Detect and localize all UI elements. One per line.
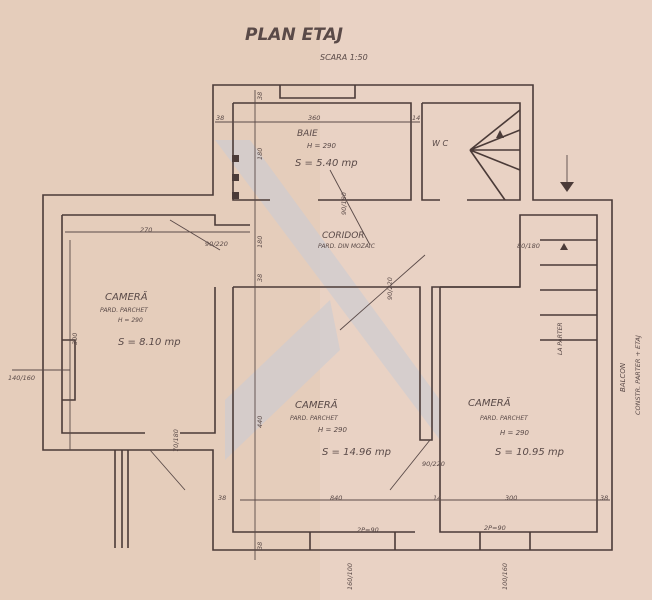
plan-scale: SCARA 1:50 xyxy=(320,53,368,62)
dim-door-stairs: 80/180 xyxy=(517,242,540,250)
middle-room-height: H = 290 xyxy=(318,426,347,434)
left-room-name: CAMERĂ xyxy=(105,290,148,303)
dim-bottom-mid: 14 xyxy=(433,494,441,502)
dimension-lines xyxy=(12,90,610,560)
dim-door-left: 90/220 xyxy=(205,240,228,248)
dim-left-height: 300 xyxy=(71,333,79,345)
dim-top-left: 38 xyxy=(216,114,224,122)
right-room-floor: PARD. PARCHET xyxy=(480,415,529,422)
dim-window-left: 140/160 xyxy=(8,374,35,382)
vent-icon xyxy=(232,155,239,162)
dim-door-baie: 90/180 xyxy=(340,192,348,215)
dim-window-mid-size: 160/100 xyxy=(346,563,354,590)
right-room-name: CAMERĂ xyxy=(468,396,511,409)
middle-room-floor: PARD. PARCHET xyxy=(290,415,339,422)
right-room-area: S = 10.95 mp xyxy=(495,447,564,458)
dim-door-corridor: 90/220 xyxy=(386,277,394,300)
left-room-floor: PARD. PARCHET xyxy=(100,307,149,314)
paper-sheet-right xyxy=(320,0,652,600)
dim-mid-width: 840 xyxy=(330,494,342,502)
arrow-down-icon xyxy=(560,155,574,192)
stairs-down-arrow-icon xyxy=(560,243,568,250)
dim-corridor-depth: 180 xyxy=(256,236,264,248)
stairs-label: LA PARTER xyxy=(557,322,564,355)
dimension-labels: 38 38 360 14 180 90/180 270 90/220 180 3… xyxy=(8,92,608,590)
dim-window-mid: 2P=90 xyxy=(357,526,379,534)
dim-top-right: 14 xyxy=(412,114,420,122)
stairs-up-arrow-icon xyxy=(496,130,504,138)
vent-icon xyxy=(232,192,239,199)
dim-bottom-left: 38 xyxy=(218,494,226,502)
right-room-height: H = 290 xyxy=(500,429,529,437)
dim-mid-height: 440 xyxy=(256,416,264,428)
dim-window-right: 2P=90 xyxy=(484,524,506,532)
baie-area: S = 5.40 mp xyxy=(295,158,358,169)
watermark-logo xyxy=(215,140,440,440)
dim-window-right-size: 100/160 xyxy=(501,563,509,590)
dim-mid-wall: 38 xyxy=(256,274,264,282)
plan-title: PLAN ETAJ xyxy=(245,25,343,45)
dim-bottom-right: 38 xyxy=(600,494,608,502)
corridor-floor: PARD. DIN MOZAIC xyxy=(318,243,376,250)
dim-left-width: 270 xyxy=(140,226,152,234)
left-room-area: S = 8.10 mp xyxy=(118,337,181,348)
dim-door-mid: 90/220 xyxy=(422,460,445,468)
balcony-name: BALCON xyxy=(619,362,627,392)
vent-icon xyxy=(232,174,239,181)
wc-name: W C xyxy=(432,139,448,148)
dim-baie-depth: 180 xyxy=(256,148,264,160)
dim-door-balcony: 70/180 xyxy=(172,429,180,452)
corridor-name: CORIDOR xyxy=(322,231,365,241)
balcony-note: CONSTR. PARTER + ETAJ xyxy=(634,335,642,415)
dim-baie-width: 360 xyxy=(308,114,320,122)
baie-height: H = 290 xyxy=(307,142,336,150)
dim-top-wall: 38 xyxy=(256,92,264,100)
baie-name: BAIE xyxy=(297,129,318,139)
dim-right-width: 300 xyxy=(505,494,517,502)
watermark-logo xyxy=(225,300,340,460)
middle-room-name: CAMERĂ xyxy=(295,398,338,411)
middle-room-area: S = 14.96 mp xyxy=(322,447,391,458)
left-room-height: H = 290 xyxy=(118,317,143,324)
dim-bottom-wall: 38 xyxy=(256,542,264,550)
